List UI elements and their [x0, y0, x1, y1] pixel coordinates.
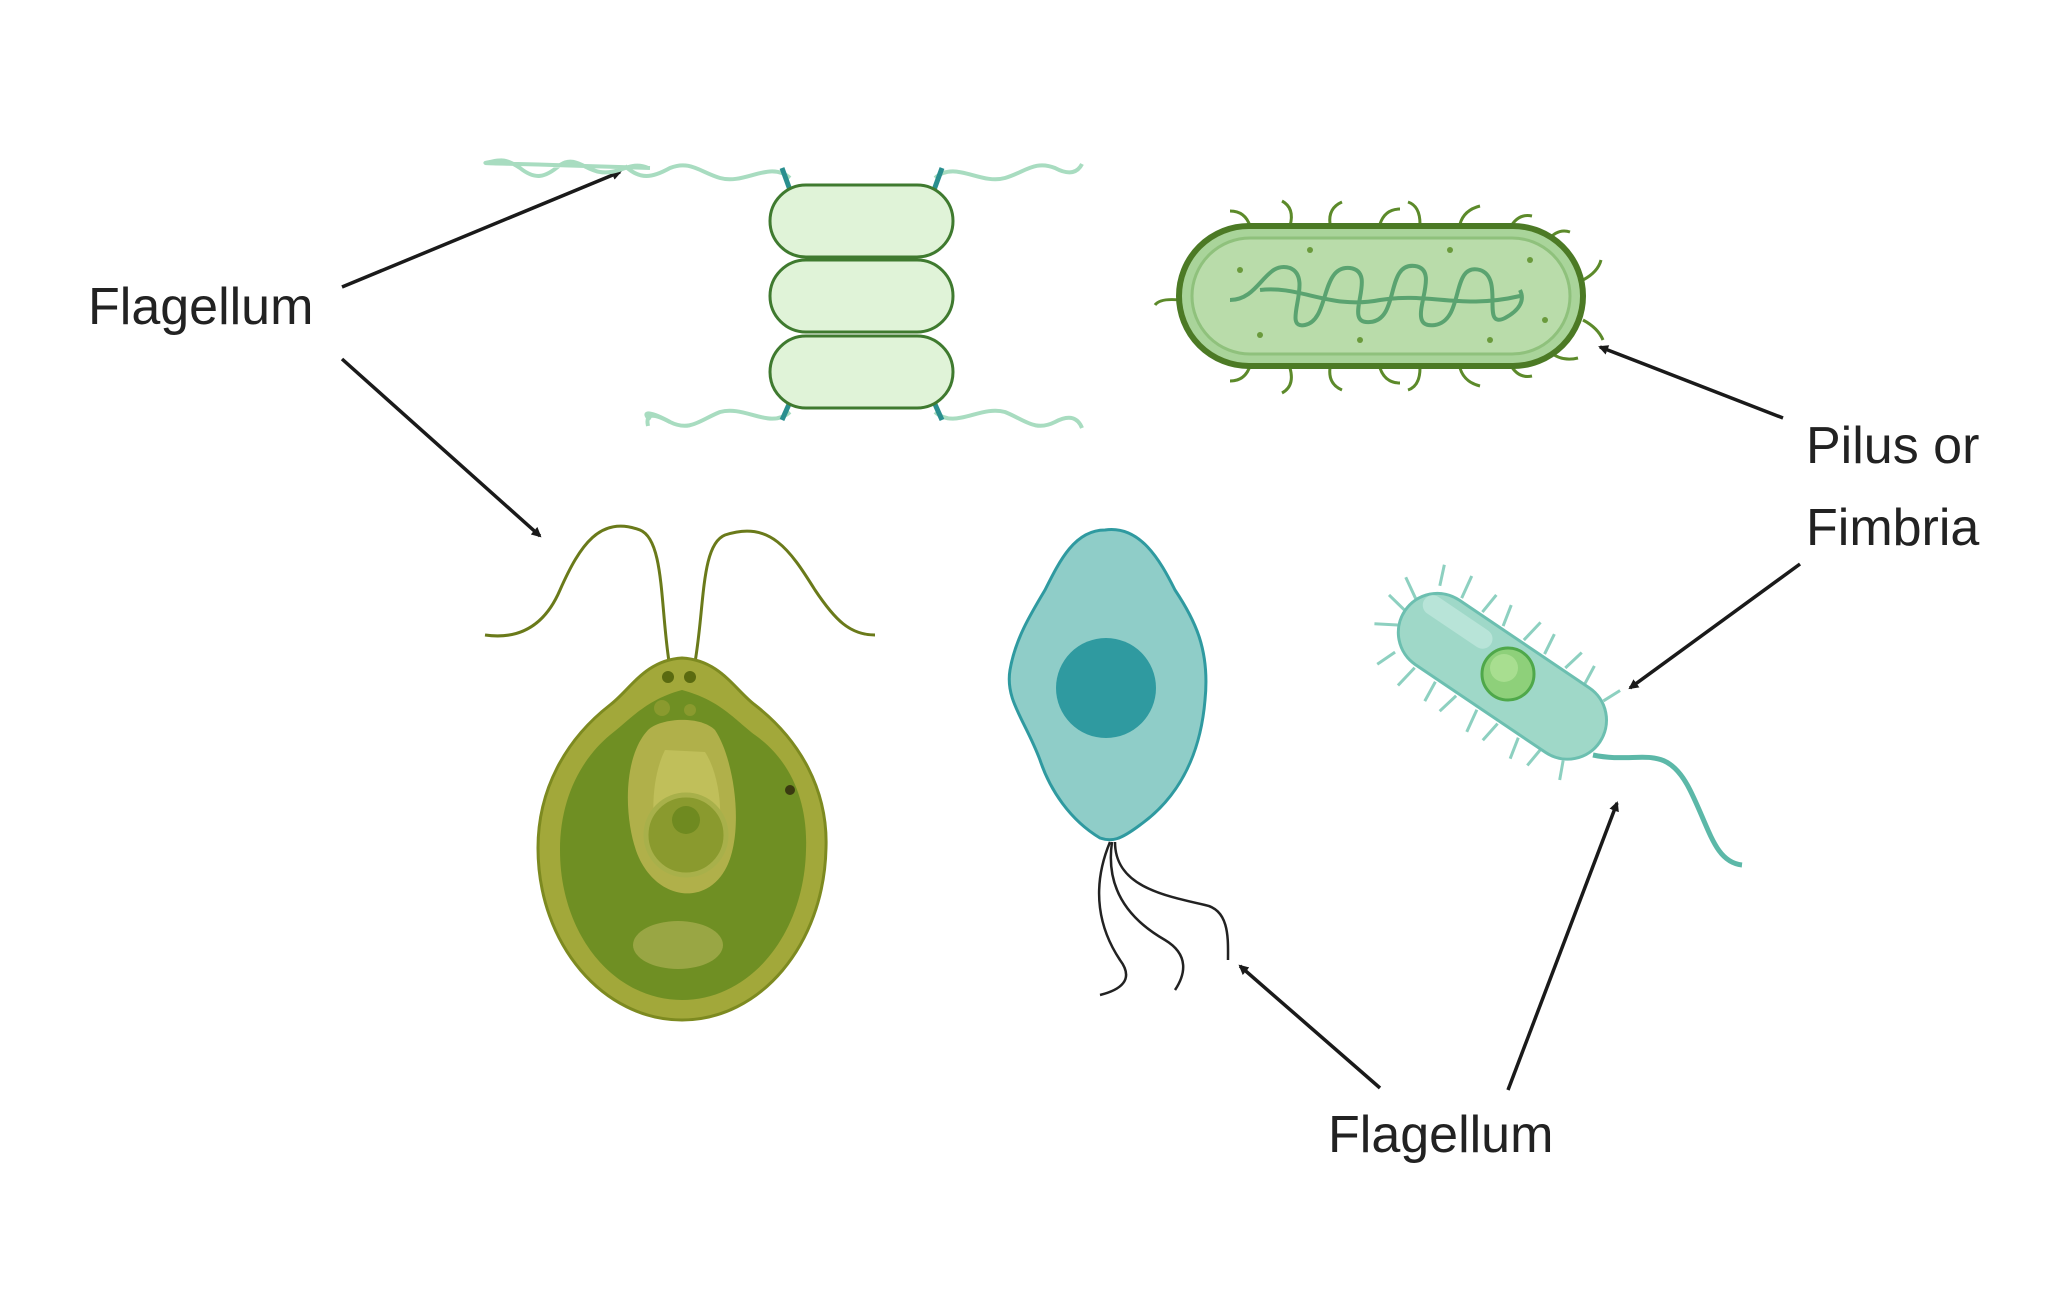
- flagellum-top-right: [933, 162, 1084, 182]
- nucleoid-dna: [1229, 263, 1524, 328]
- arrow-to-amoeba-flagellum: [1238, 964, 1382, 1090]
- flagellum-top-left: [623, 163, 792, 182]
- label-pilus-line1: Pilus or: [1806, 417, 1980, 475]
- flagellate-nucleus: [1056, 638, 1156, 738]
- arrow-to-small-rod-pilus: [1628, 562, 1802, 690]
- label-flagellum-bottom: Flagellum: [1328, 1106, 1554, 1164]
- arrow-to-algae-flagellum: [340, 357, 542, 538]
- label-flagellum-top: Flagellum: [88, 278, 314, 336]
- alga-flagellum-left: [484, 524, 672, 669]
- flagellum-bottom-left-tail: [645, 413, 671, 427]
- green-alga: [484, 524, 876, 1022]
- label-pilus-line2: Fimbria: [1806, 499, 1980, 557]
- arrow-to-rod-pilus: [1598, 345, 1784, 420]
- alga-flagellum-right: [692, 529, 876, 669]
- flagellum-bottom-right: [933, 408, 1084, 429]
- small-rod-bacterium: [1374, 564, 1743, 868]
- arrow-to-chain-flagellum: [341, 170, 622, 289]
- small-rod-flagellum: [1592, 752, 1743, 868]
- arrow-to-small-rod-flagellum: [1506, 801, 1619, 1091]
- rod-bacterium: [1153, 199, 1605, 395]
- cell-chain: [483, 158, 1084, 429]
- flagellate-cell: [1007, 528, 1230, 997]
- flagellum-bottom-left: [644, 408, 792, 428]
